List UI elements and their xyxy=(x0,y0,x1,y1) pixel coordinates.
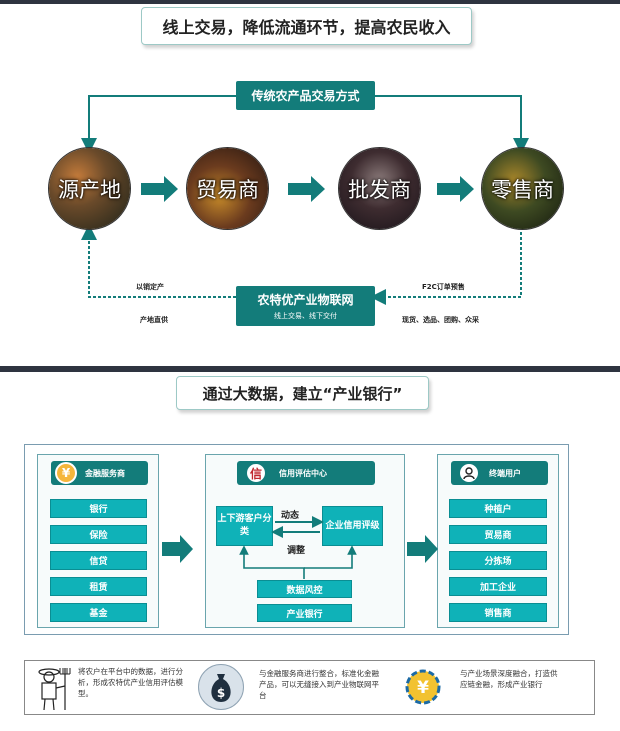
industry-bank-box: 产业银行 xyxy=(257,604,352,622)
bottom-strip xyxy=(24,660,595,715)
finance-item: 银行 xyxy=(50,499,147,518)
money-bag-icon: $ xyxy=(198,664,244,710)
divider-bar xyxy=(0,366,620,372)
left-label-2: 产地直供 xyxy=(140,316,168,324)
platform-box: 农特优产业物联网 线上交易、线下交付 xyxy=(236,286,375,326)
arrow-3 xyxy=(437,176,474,202)
finance-item: 租赁 xyxy=(50,577,147,596)
flow-lines xyxy=(81,95,529,305)
customer-classification-box: 上下游客户分类 xyxy=(216,506,273,546)
end-user-item: 销售商 xyxy=(449,603,547,622)
bottom-text-1: 将农户在平台中的数据，进行分析，形成农特优产业信用评估模型。 xyxy=(78,667,183,698)
svg-text:$: $ xyxy=(217,686,225,700)
platform-subtitle: 线上交易、线下交付 xyxy=(274,312,337,320)
bottom-left-connector xyxy=(81,224,236,298)
end-user-item: 分拣场 xyxy=(449,551,547,570)
top-bar xyxy=(0,0,620,4)
node-origin: 源产地 xyxy=(49,148,130,229)
credit-seal-icon: 信 xyxy=(245,462,267,484)
node-retailer: 零售商 xyxy=(482,148,563,229)
node-arrows xyxy=(141,176,474,202)
platform-title: 农特优产业物联网 xyxy=(257,293,354,307)
up-connector-right xyxy=(304,545,357,569)
dynamic-label: 动态 xyxy=(281,511,300,521)
finance-item: 保险 xyxy=(50,525,147,544)
up-connector-left xyxy=(239,545,305,579)
svg-text:¥: ¥ xyxy=(417,678,429,698)
finance-item: 信贷 xyxy=(50,551,147,570)
bottom-text-3: 与产业场景深度融合，打造供应链金融，形成产业银行 xyxy=(460,669,558,689)
yen-icon: ¥ xyxy=(55,462,77,484)
right-label-2: 现货、选品、团购、众采 xyxy=(402,316,479,324)
top-left-connector xyxy=(81,95,236,154)
end-user-item: 加工企业 xyxy=(449,577,547,596)
bottom-text-2: 与金融服务商进行整合，标准化金融产品，可以无缝接入到产业物联网平台 xyxy=(259,669,379,700)
right-label-1: F2C订单预售 xyxy=(422,283,465,291)
bottom-right-connector xyxy=(370,232,522,305)
adjust-label: 调整 xyxy=(287,546,306,556)
traditional-trade-box: 传统农产品交易方式 xyxy=(236,81,375,110)
end-user-item: 种植户 xyxy=(449,499,547,518)
end-user-item: 贸易商 xyxy=(449,525,547,544)
arrow-2 xyxy=(288,176,325,202)
top-right-connector xyxy=(375,95,529,154)
arrow-left-panel xyxy=(162,535,193,563)
farmer-icon xyxy=(28,663,74,712)
section2-title: 通过大数据，建立“产业银行” xyxy=(176,376,429,410)
user-icon xyxy=(458,462,480,484)
arrow-right-panel xyxy=(407,535,438,563)
finance-item: 基金 xyxy=(50,603,147,622)
section1-title: 线上交易，降低流通环节，提高农民收入 xyxy=(141,7,472,45)
node-wholesaler: 批发商 xyxy=(339,148,420,229)
data-risk-box: 数据风控 xyxy=(257,580,352,598)
arrow-1 xyxy=(141,176,178,202)
yen-chain-icon: ¥ xyxy=(399,664,447,710)
node-trader: 贸易商 xyxy=(187,148,268,229)
left-label-1: 以销定产 xyxy=(136,283,164,291)
